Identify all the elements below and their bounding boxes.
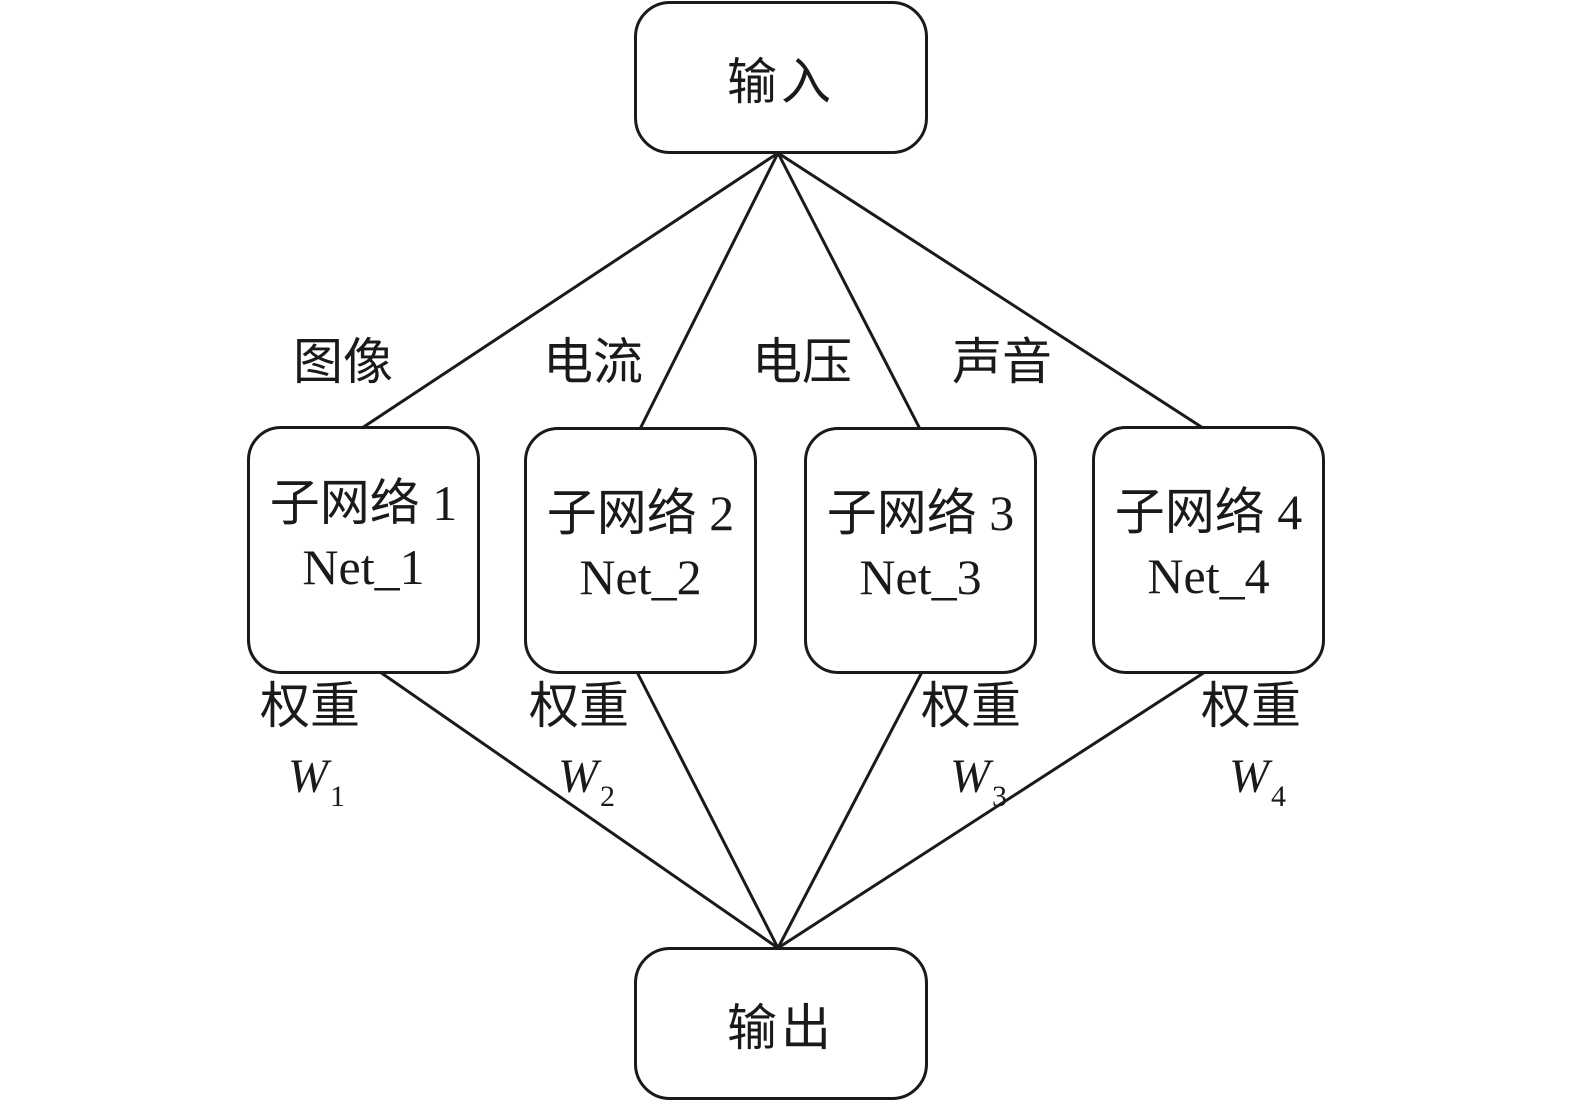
weight-index: 2 [599,780,615,813]
modality-label-voltage: 电压 [752,333,852,391]
weight-label-1: 权重 [260,677,360,735]
subnetwork-code: Net_1 [302,539,425,595]
subnetwork-node-2: 子网络 2 Net_2 [524,427,757,674]
subnetwork-code: Net_2 [579,548,702,605]
weight-symbol: W [950,750,990,803]
weight-label-2: 权重 [529,677,629,735]
subnetwork-code: Net_3 [859,548,982,605]
edge-net2-output [635,670,780,950]
output-node: 输出 [634,947,928,1100]
input-node: 输入 [634,1,928,154]
weight-label-3: 权重 [921,677,1021,735]
subnetwork-title: 子网络 4 [1114,484,1303,540]
subnetwork-node-3: 子网络 3 Net_3 [804,427,1037,674]
weight-symbol-1: W1 [288,752,345,822]
subnetwork-title: 子网络 3 [826,484,1015,541]
edge-input-net3 [776,151,922,431]
weight-symbol: W [558,750,598,803]
edge-net1-output [378,670,780,950]
weight-index: 4 [1270,780,1286,813]
subnetwork-node-1: 子网络 1 Net_1 [247,426,480,674]
subnetwork-title: 子网络 2 [546,484,735,541]
subnetwork-title: 子网络 1 [269,475,458,531]
output-label: 输出 [727,998,835,1057]
modality-label-sound: 声音 [952,333,1052,391]
weight-symbol: W [288,750,328,803]
weight-symbol-2: W2 [558,752,615,822]
edge-input-net2 [638,151,780,431]
weight-index: 3 [991,780,1007,813]
edge-input-net4 [776,151,1205,430]
edge-net4-output [776,670,1207,950]
subnetwork-code: Net_4 [1147,548,1270,604]
weight-index: 1 [329,780,345,813]
modality-label-current: 电流 [543,333,643,391]
modality-label-image: 图像 [293,333,393,391]
weight-symbol: W [1229,750,1269,803]
weight-symbol-3: W3 [950,752,1007,822]
input-label: 输入 [727,52,835,111]
edge-input-net1 [360,151,780,430]
weight-symbol-4: W4 [1229,752,1286,822]
subnetwork-node-4: 子网络 4 Net_4 [1092,426,1325,674]
edge-net3-output [776,670,924,950]
weight-label-4: 权重 [1201,677,1301,735]
